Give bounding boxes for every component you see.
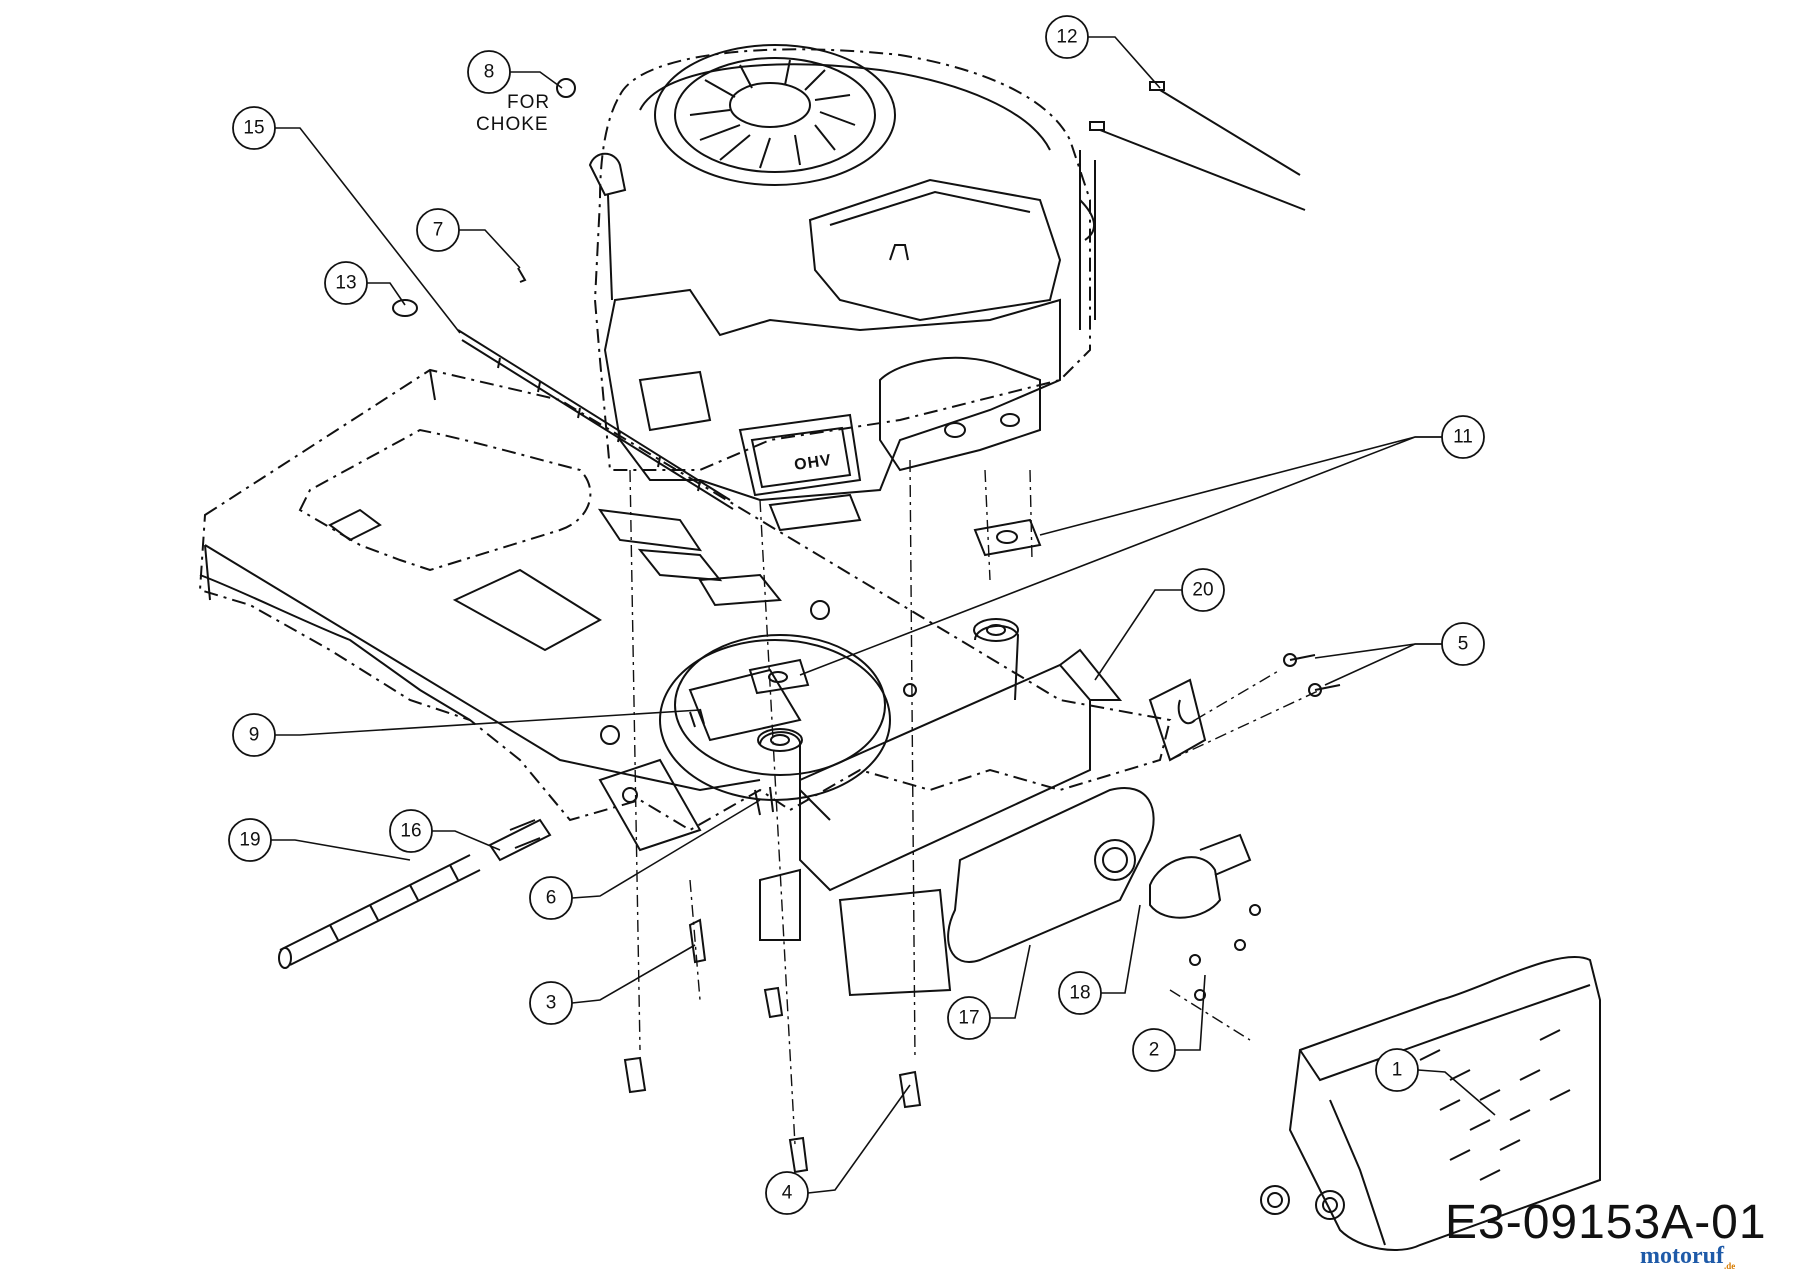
callout-label: 8 <box>484 62 495 83</box>
drawing-number: E3-09153A-01 <box>1445 1196 1767 1249</box>
engine-drawing: OHV <box>588 44 1096 532</box>
callout-label: 15 <box>243 118 264 139</box>
small-parts-drawing <box>278 78 1341 1174</box>
callout-11: 11 <box>1441 415 1485 459</box>
watermark-text: motoruf <box>1640 1243 1724 1269</box>
callout-label: 20 <box>1192 580 1213 601</box>
callout-label: 4 <box>782 1183 793 1204</box>
callout-18: 18 <box>1058 971 1102 1015</box>
callout-label: 9 <box>249 725 260 746</box>
watermark-suffix: .de <box>1723 1260 1736 1271</box>
svg-text:OHV: OHV <box>793 452 833 474</box>
choke-note-line-2: CHOKE <box>476 114 549 135</box>
callout-7: 7 <box>416 208 460 252</box>
callout-label: 5 <box>1458 634 1469 655</box>
callout-5: 5 <box>1441 622 1485 666</box>
callout-label: 1 <box>1392 1060 1403 1081</box>
leader-lines <box>271 36 1496 1194</box>
choke-note-line-1: FOR <box>507 92 550 113</box>
callout-1: 1 <box>1375 1048 1419 1092</box>
callout-12: 12 <box>1045 15 1089 59</box>
callout-label: 19 <box>239 830 260 851</box>
muffler-assembly-drawing <box>757 618 1252 963</box>
callout-6: 6 <box>529 876 573 920</box>
callout-2: 2 <box>1132 1028 1176 1072</box>
callout-19: 19 <box>228 818 272 862</box>
callout-17: 17 <box>947 996 991 1040</box>
callout-15: 15 <box>232 106 276 150</box>
alignment-lines <box>629 459 1321 1146</box>
callout-9: 9 <box>232 713 276 757</box>
callout-8: 8 <box>467 50 511 94</box>
callout-20: 20 <box>1181 568 1225 612</box>
callout-label: 2 <box>1149 1040 1160 1061</box>
callout-label: 3 <box>546 993 557 1014</box>
callout-16: 16 <box>389 809 433 853</box>
callout-13: 13 <box>324 261 368 305</box>
callout-label: 13 <box>335 273 356 294</box>
callout-label: 6 <box>546 888 557 909</box>
callout-3: 3 <box>529 981 573 1025</box>
callout-label: 12 <box>1056 27 1077 48</box>
callout-label: 17 <box>958 1008 979 1029</box>
callout-label: 11 <box>1453 427 1473 448</box>
callout-label: 7 <box>433 220 444 241</box>
frame-deck-drawing <box>198 368 1172 997</box>
callout-4: 4 <box>765 1171 809 1215</box>
callout-label: 18 <box>1069 983 1090 1004</box>
watermark-logo: motoruf.de <box>1640 1243 1735 1271</box>
callout-label: 16 <box>400 821 421 842</box>
